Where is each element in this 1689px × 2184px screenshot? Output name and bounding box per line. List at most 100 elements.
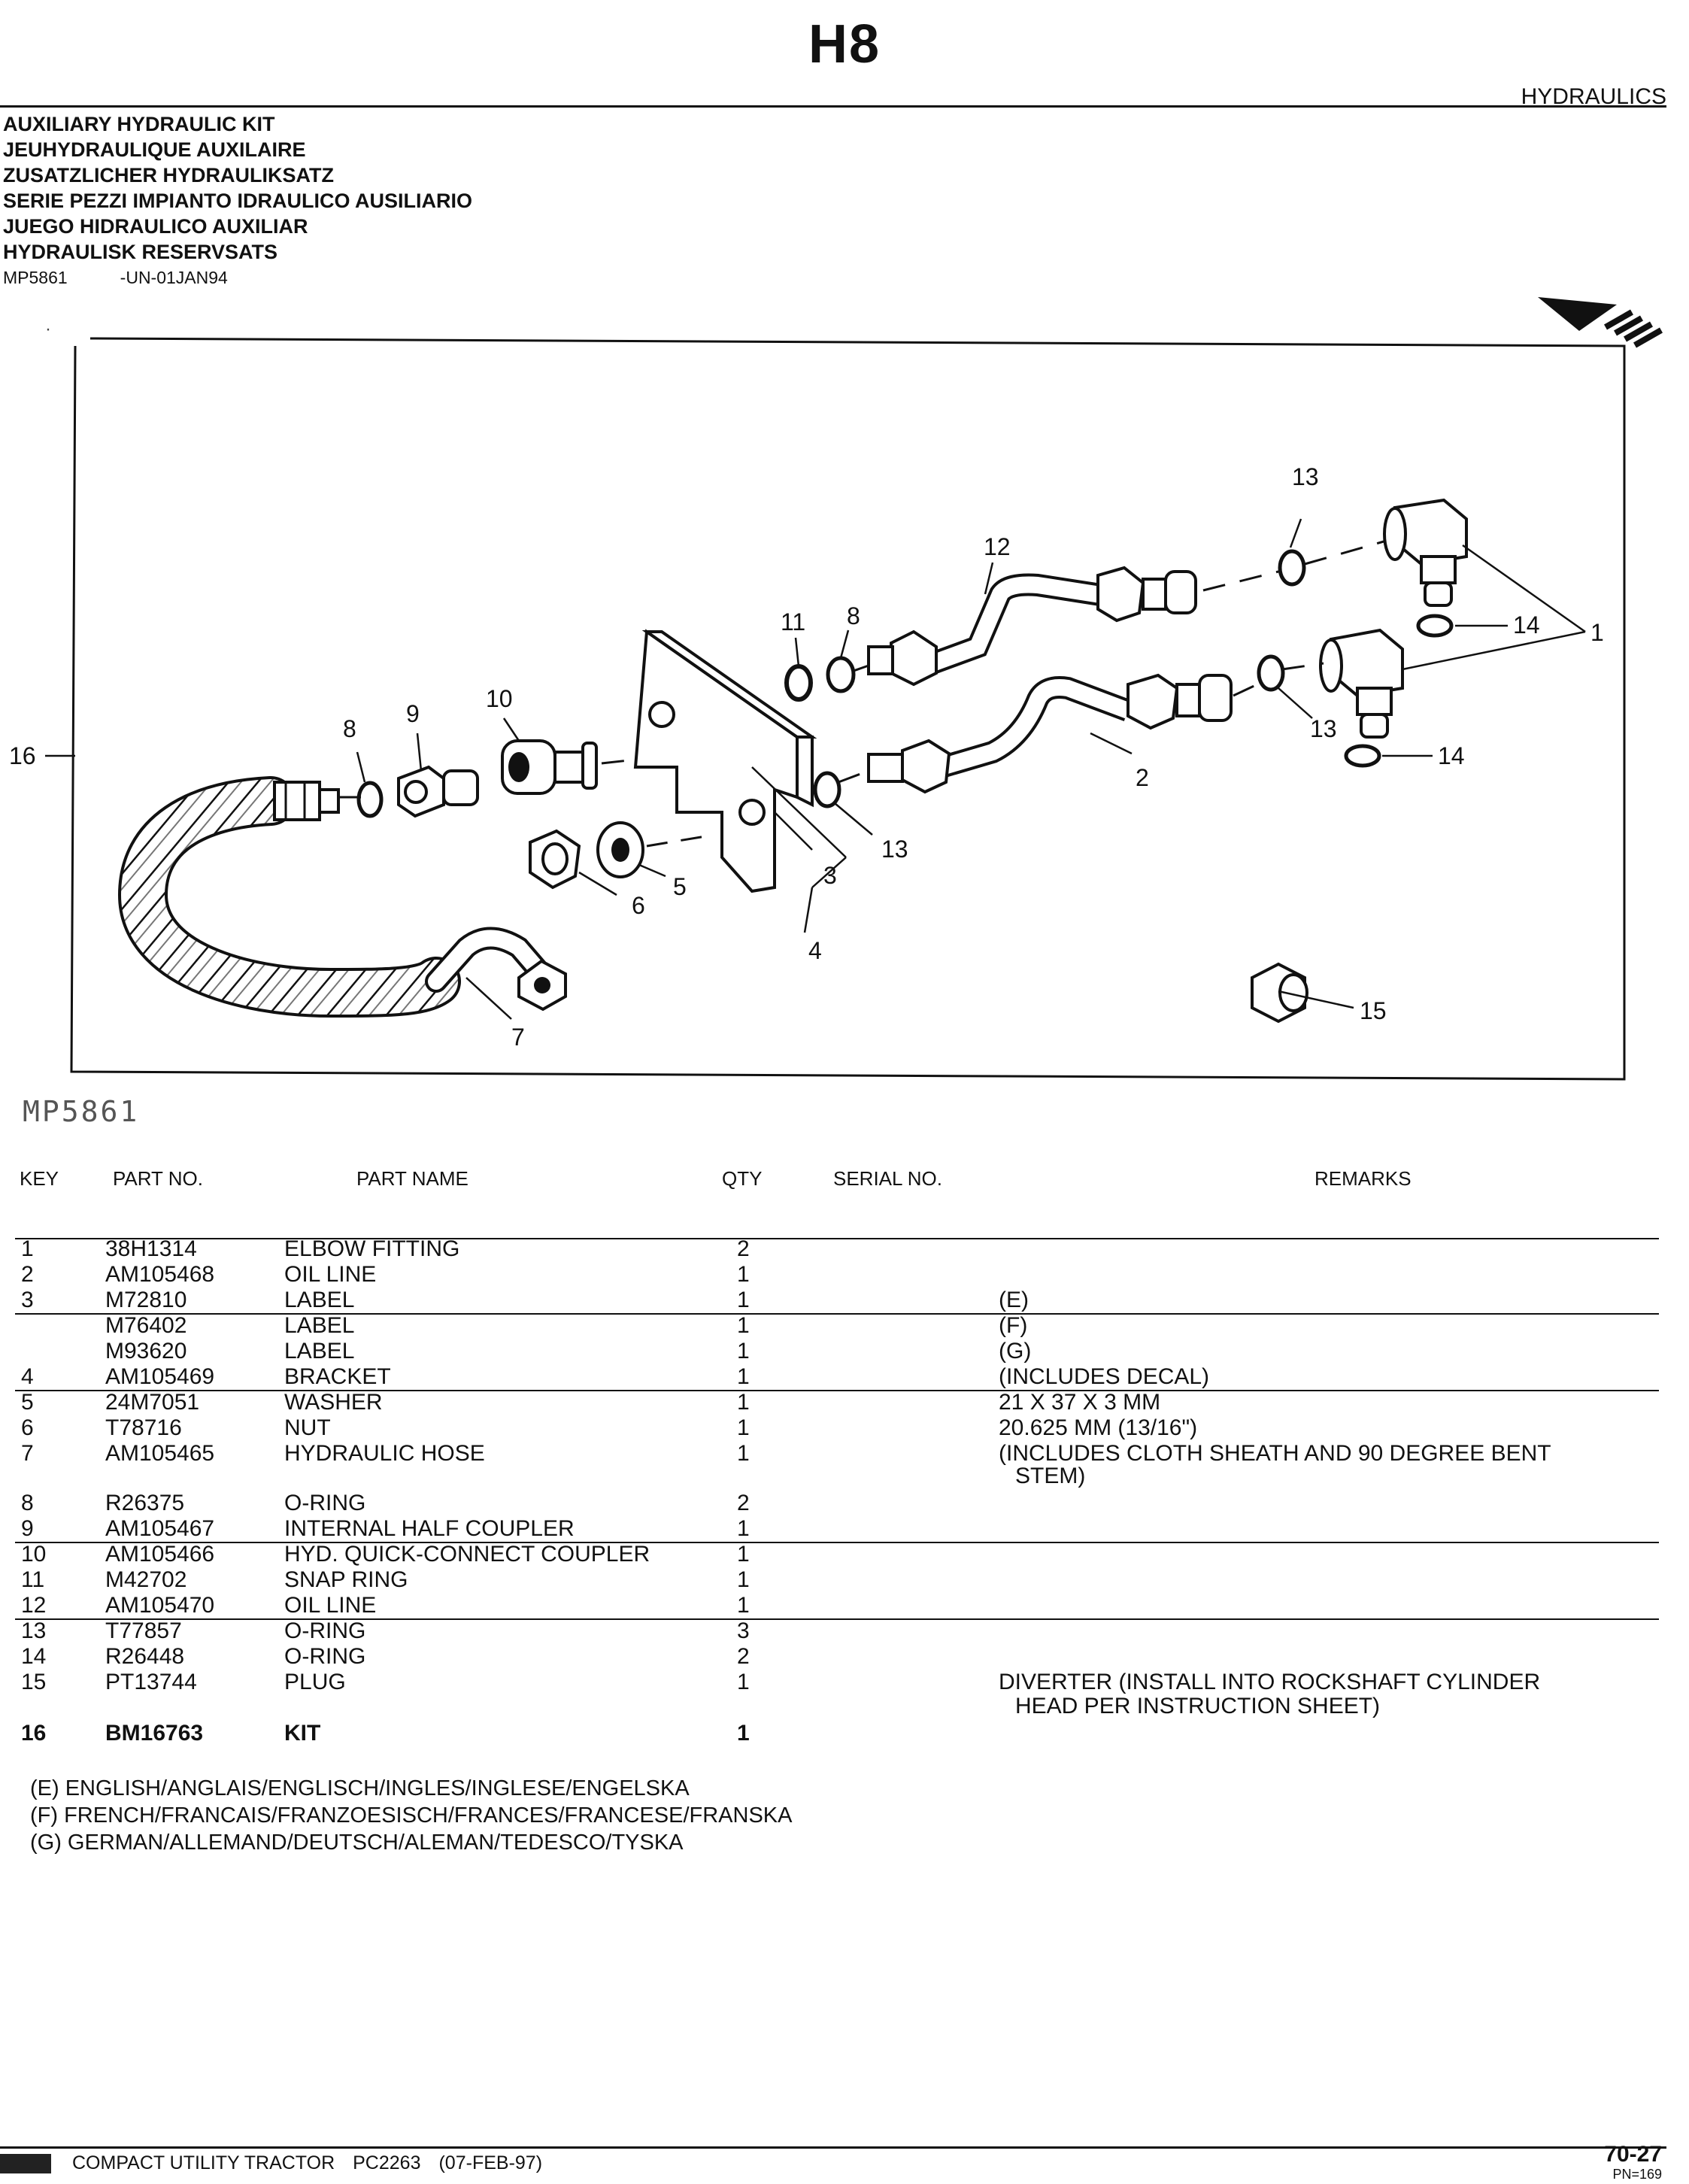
title-block: AUXILIARY HYDRAULIC KIT JEUHYDRAULIQUE A… [3, 111, 472, 290]
exploded-view-illustration: · [9, 319, 1626, 1081]
table-row: M76402 LABEL 1 (F) [0, 1313, 1689, 1339]
table-rule [15, 1238, 1659, 1239]
footer-product: COMPACT UTILITY TRACTOR [72, 2152, 335, 2173]
row-part-no: R26375 [105, 1491, 185, 1515]
row-key: 6 [21, 1415, 34, 1440]
row-part-name: O-RING [284, 1618, 366, 1643]
row-qty: 1 [737, 1721, 750, 1746]
row-part-no: AM105470 [105, 1593, 215, 1618]
hydraulic-hose [117, 776, 567, 1018]
callout-16: 16 [9, 742, 36, 769]
table-row-continuation: STEM) [0, 1464, 1689, 1489]
row-qty: 1 [737, 1567, 750, 1592]
callout-13-right: 13 [1310, 715, 1337, 742]
row-part-name: BRACKET [284, 1364, 391, 1389]
oil-line-lower [867, 673, 1233, 794]
row-part-name: PLUG [284, 1670, 346, 1694]
internal-half-coupler [397, 765, 479, 818]
row-remarks: (INCLUDES CLOTH SHEATH AND 90 DEGREE BEN… [999, 1441, 1551, 1466]
row-key: 1 [21, 1236, 34, 1261]
callout-13-mid: 13 [881, 836, 908, 863]
table-rule [15, 1313, 1659, 1315]
row-part-name: WASHER [284, 1390, 383, 1415]
row-remarks: 20.625 MM (13/16") [999, 1415, 1198, 1440]
table-row: 3 M72810 LABEL 1 (E) [0, 1288, 1689, 1313]
callout-12: 12 [984, 533, 1011, 560]
table-row: 2 AM105468 OIL LINE 1 [0, 1262, 1689, 1288]
row-part-name: HYD. QUICK-CONNECT COUPLER [284, 1542, 650, 1567]
row-part-name: LABEL [284, 1288, 355, 1312]
table-row: 5 24M7051 WASHER 1 21 X 37 X 3 MM [0, 1390, 1689, 1415]
row-qty: 1 [737, 1288, 750, 1312]
reference-date: -UN-01JAN94 [120, 268, 228, 287]
elbow-fitting-lower [1319, 628, 1404, 739]
table-row: 4 AM105469 BRACKET 1 (INCLUDES DECAL) [0, 1364, 1689, 1390]
row-part-name: INTERNAL HALF COUPLER [284, 1516, 575, 1541]
table-row: 9 AM105467 INTERNAL HALF COUPLER 1 [0, 1516, 1689, 1542]
row-remarks: DIVERTER (INSTALL INTO ROCKSHAFT CYLINDE… [999, 1670, 1541, 1694]
row-remarks: (F) [999, 1313, 1028, 1338]
row-part-name: HYDRAULIC HOSE [284, 1441, 485, 1466]
row-qty: 1 [737, 1313, 750, 1338]
table-rule [15, 1618, 1659, 1620]
row-part-no: AM105465 [105, 1441, 215, 1466]
legend-german: (G) GERMAN/ALLEMAND/DEUTSCH/ALEMAN/TEDES… [30, 1831, 684, 1855]
bottom-rule [0, 2146, 1666, 2149]
row-part-name: SNAP RING [284, 1567, 408, 1592]
table-row: 15 PT13744 PLUG 1 DIVERTER (INSTALL INTO… [0, 1670, 1689, 1695]
reference-code: MP5861 [3, 268, 68, 287]
page-pn: PN=169 [1612, 2167, 1662, 2182]
callout-4: 4 [808, 937, 822, 964]
row-qty: 1 [737, 1415, 750, 1440]
figure-label: MP5861 [23, 1095, 140, 1128]
table-rule [15, 1390, 1659, 1391]
row-part-no: M93620 [105, 1339, 187, 1363]
col-remarks-header: REMARKS [1315, 1167, 1412, 1190]
row-qty: 3 [737, 1618, 750, 1643]
row-part-no: M76402 [105, 1313, 187, 1338]
row-part-name: LABEL [284, 1339, 355, 1363]
col-qty-header: QTY [722, 1167, 763, 1190]
reference-line: MP5861 -UN-01JAN94 [3, 265, 472, 290]
row-key: 16 [21, 1721, 47, 1746]
bracket [633, 629, 817, 893]
col-part-name-header: PART NAME [356, 1167, 468, 1190]
title-sv: HYDRAULISK RESERVSATS [3, 241, 278, 263]
plug [1251, 962, 1308, 1024]
illustration-frame [70, 337, 1626, 1081]
page-code: 70-27 PN=169 [1604, 2143, 1662, 2184]
table-row-continuation: HEAD PER INSTRUCTION SHEET) [0, 1694, 1689, 1719]
footer: COMPACT UTILITY TRACTOR PC2263 (07-FEB-97) [0, 2152, 542, 2174]
table-row: 1 38H1314 ELBOW FITTING 2 [0, 1236, 1689, 1262]
row-part-no: AM105468 [105, 1262, 215, 1287]
footer-catalog: PC2263 [353, 2152, 421, 2173]
row-part-name: KIT [284, 1721, 321, 1746]
table-row: 14 R26448 O-RING 2 [0, 1644, 1689, 1670]
callout-9: 9 [406, 700, 420, 727]
row-key: 12 [21, 1593, 47, 1618]
row-key: 14 [21, 1644, 47, 1669]
row-qty: 2 [737, 1491, 750, 1515]
row-part-name: O-RING [284, 1491, 366, 1515]
col-key-header: KEY [20, 1167, 59, 1190]
row-part-name: LABEL [284, 1313, 355, 1338]
footer-date: (07-FEB-97) [438, 2152, 543, 2173]
table-row: 12 AM105470 OIL LINE 1 [0, 1593, 1689, 1618]
table-row: 10 AM105466 HYD. QUICK-CONNECT COUPLER 1 [0, 1542, 1689, 1567]
row-part-no: PT13744 [105, 1670, 197, 1694]
svg-text:·: · [45, 319, 51, 339]
row-qty: 1 [737, 1542, 750, 1567]
title-it: SERIE PEZZI IMPIANTO IDRAULICO AUSILIARI… [3, 190, 473, 212]
row-qty: 1 [737, 1593, 750, 1618]
row-key: 13 [21, 1618, 47, 1643]
table-row: 6 T78716 NUT 1 20.625 MM (13/16") [0, 1415, 1689, 1441]
callout-7: 7 [511, 1024, 525, 1051]
col-part-no-header: PART NO. [113, 1167, 203, 1190]
callout-3: 3 [823, 862, 837, 889]
row-qty: 2 [737, 1644, 750, 1669]
callout-5: 5 [673, 873, 687, 900]
callout-14-lower: 14 [1438, 742, 1465, 769]
section-name: HYDRAULICS [1521, 84, 1666, 109]
row-key: 4 [21, 1364, 34, 1389]
row-key: 8 [21, 1491, 34, 1515]
